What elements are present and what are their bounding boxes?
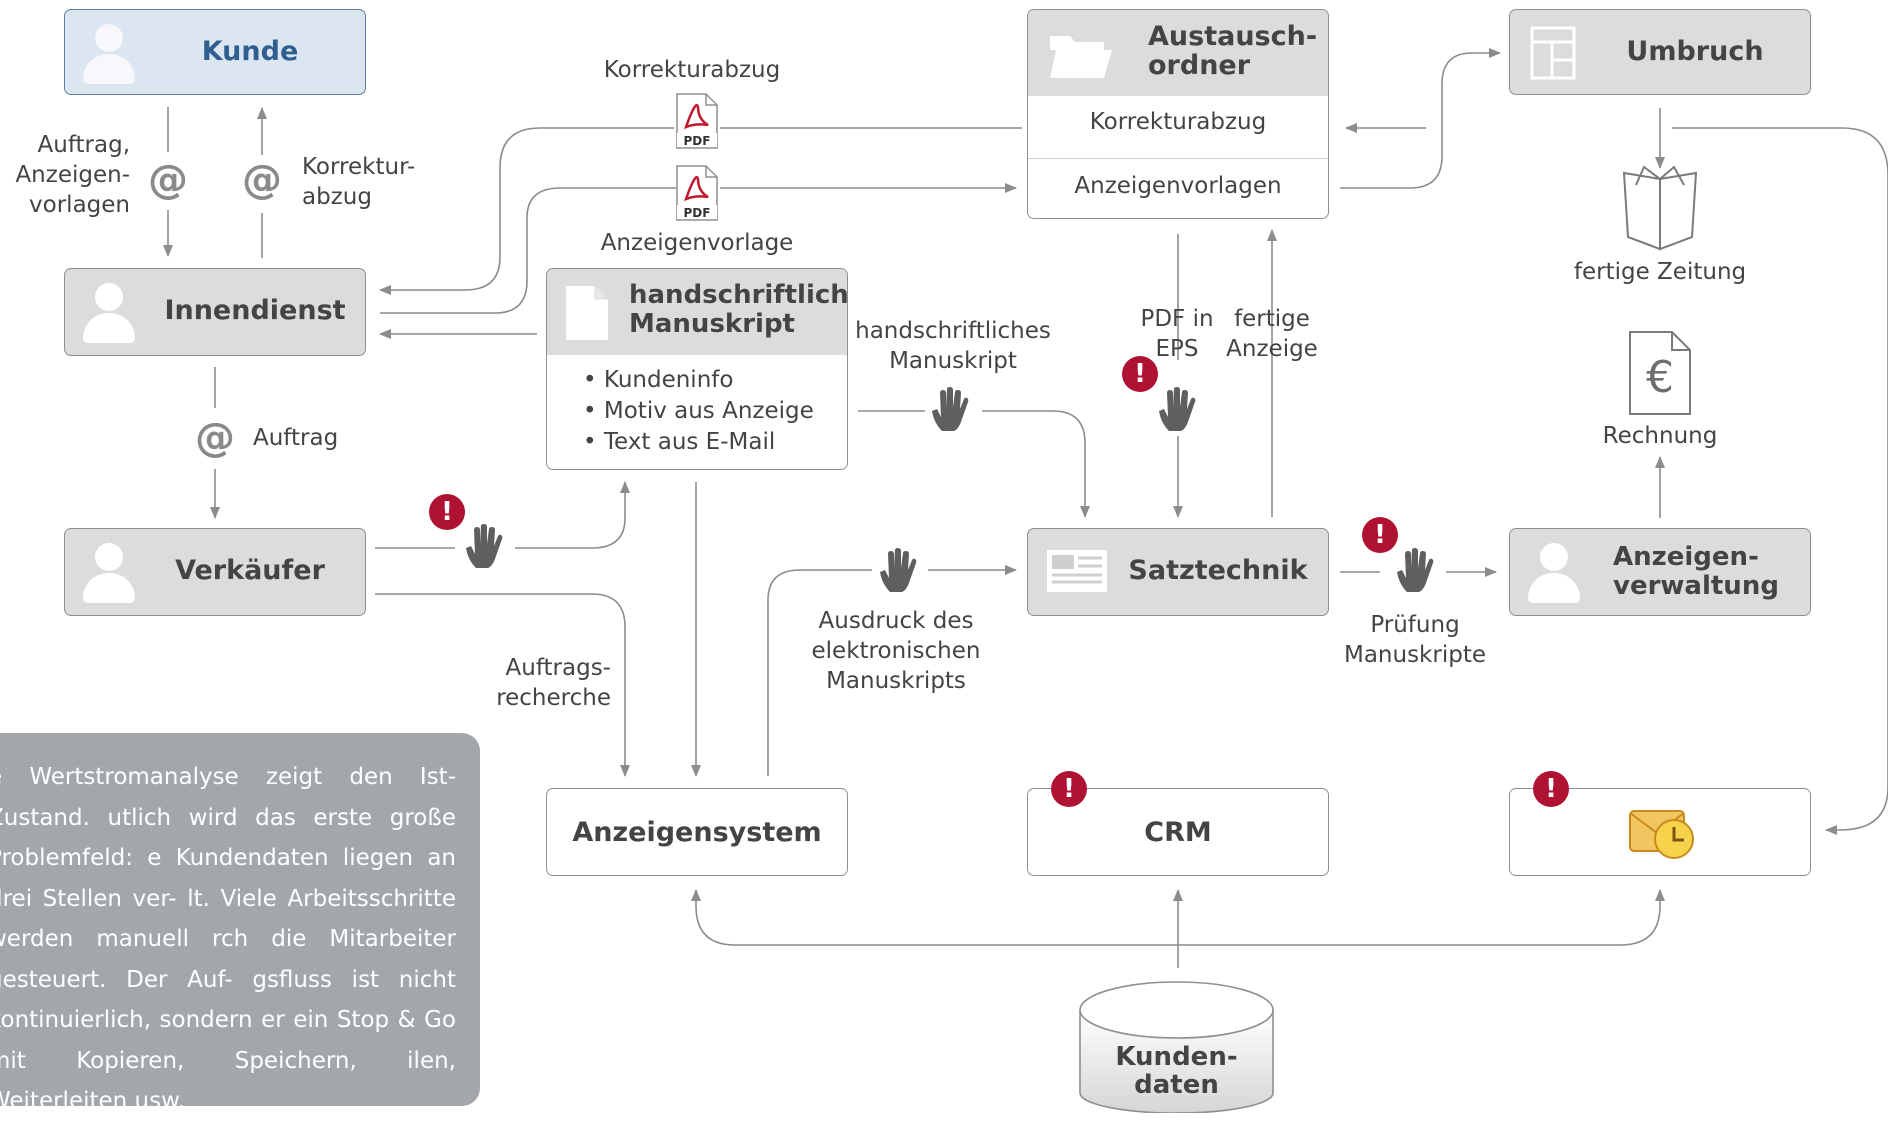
label-auftragsrecherche: Auftrags- recherche — [496, 655, 611, 711]
label-anzeigenvorlage: Anzeigenvorlage — [600, 230, 794, 256]
manuskript-box: handschriftliches Manuskript Kundeninfo … — [546, 268, 848, 470]
austauschordner-box: Austausch- ordner Korrekturabzug Anzeige… — [1027, 9, 1329, 219]
at-icon: @ — [148, 157, 188, 203]
hand-icon — [880, 548, 917, 592]
verkaeufer-box: Verkäufer — [64, 528, 366, 616]
verkaeufer-title: Verkäufer — [175, 555, 325, 586]
bullet-kundeninfo: Kundeninfo — [583, 365, 814, 396]
warning-icon: ! — [429, 494, 465, 530]
hand-icon — [1159, 387, 1196, 431]
kunde-title: Kunde — [201, 36, 299, 67]
label-fertige-zeitung: fertige Zeitung — [1573, 259, 1747, 285]
analysis-note: e Wertstromanalyse zeigt den Ist-Zustand… — [0, 733, 480, 1114]
satztechnik-title: Satztechnik — [1128, 555, 1308, 586]
manuskript-bullets: Kundeninfo Motiv aus Anzeige Text aus E-… — [583, 365, 814, 458]
austausch-row-korrekturabzug: Korrekturabzug — [1089, 109, 1267, 135]
warning-icon: ! — [1122, 356, 1158, 392]
label-ausdruck: Ausdruck des elektronischen Manuskripts — [811, 608, 981, 694]
at-icon: @ — [242, 157, 282, 203]
bullet-text: Text aus E-Mail — [583, 427, 814, 458]
label-korrektur-abzug: Korrektur- abzug — [302, 154, 416, 210]
label-auftrag-vorlagen: Auftrag, Anzeigen- vorlagen — [15, 132, 130, 218]
at-icon: @ — [195, 415, 235, 461]
anzeigensystem-box: Anzeigensystem — [546, 788, 848, 876]
person-icon — [83, 24, 135, 84]
bullet-motiv: Motiv aus Anzeige — [583, 396, 814, 427]
hand-icon — [932, 387, 969, 431]
label-rechnung: Rechnung — [1602, 423, 1718, 449]
newspaper-icon — [1047, 550, 1107, 592]
warning-icon: ! — [1362, 517, 1398, 553]
label-pruefung-manuskripte: Prüfung Manuskripte — [1343, 612, 1486, 668]
folder-icon — [1050, 36, 1112, 78]
newspaper-open-icon — [1622, 165, 1698, 251]
warning-icon: ! — [1051, 771, 1087, 807]
anzeigensystem-title: Anzeigensystem — [572, 817, 822, 848]
label-fertige-anzeige: fertige Anzeige — [1226, 306, 1318, 362]
database-icon — [1079, 981, 1274, 1113]
pdf-icon: PDF — [676, 93, 718, 149]
layout-icon — [1530, 26, 1576, 80]
person-icon — [1528, 543, 1580, 603]
label-korrekturabzug: Korrekturabzug — [603, 57, 781, 83]
hand-icon — [1397, 548, 1434, 592]
anzeigenverwaltung-title: Anzeigen- verwaltung — [1613, 542, 1779, 601]
label-pdf-in-eps: PDF in EPS — [1140, 306, 1214, 362]
innendienst-title: Innendienst — [164, 295, 346, 326]
person-icon — [83, 543, 135, 603]
euro-symbol: € — [1646, 352, 1674, 403]
pdf-icon-label: PDF — [684, 134, 711, 148]
satztechnik-box: Satztechnik — [1027, 528, 1329, 616]
pdf-icon: PDF — [676, 165, 718, 221]
manuskript-title: handschriftliches Manuskript — [629, 280, 848, 339]
outlook-icon — [1629, 810, 1694, 859]
kunde-box: Kunde — [64, 9, 366, 95]
analysis-note-text: e Wertstromanalyse zeigt den Ist-Zustand… — [0, 764, 456, 1114]
label-handschriftliches-manuskript: handschriftliches Manuskript — [855, 318, 1051, 374]
crm-title: CRM — [1144, 817, 1212, 848]
austauschordner-title: Austausch- ordner — [1148, 21, 1318, 81]
umbruch-box: Umbruch — [1509, 9, 1811, 95]
pdf-icon-label: PDF — [684, 206, 711, 220]
document-icon — [566, 286, 608, 340]
austausch-separator — [1028, 158, 1328, 159]
umbruch-title: Umbruch — [1626, 36, 1764, 67]
label-auftrag: Auftrag — [253, 425, 339, 451]
innendienst-box: Innendienst — [64, 268, 366, 356]
euro-invoice-icon: € — [1629, 331, 1691, 415]
austausch-row-anzeigenvorlagen: Anzeigenvorlagen — [1074, 173, 1282, 199]
anzeigenverwaltung-box: Anzeigen- verwaltung — [1509, 528, 1811, 616]
hand-icon — [466, 524, 503, 568]
warning-icon: ! — [1533, 771, 1569, 807]
kundendaten-title: Kunden- daten — [1115, 1042, 1238, 1100]
person-icon — [83, 283, 135, 343]
